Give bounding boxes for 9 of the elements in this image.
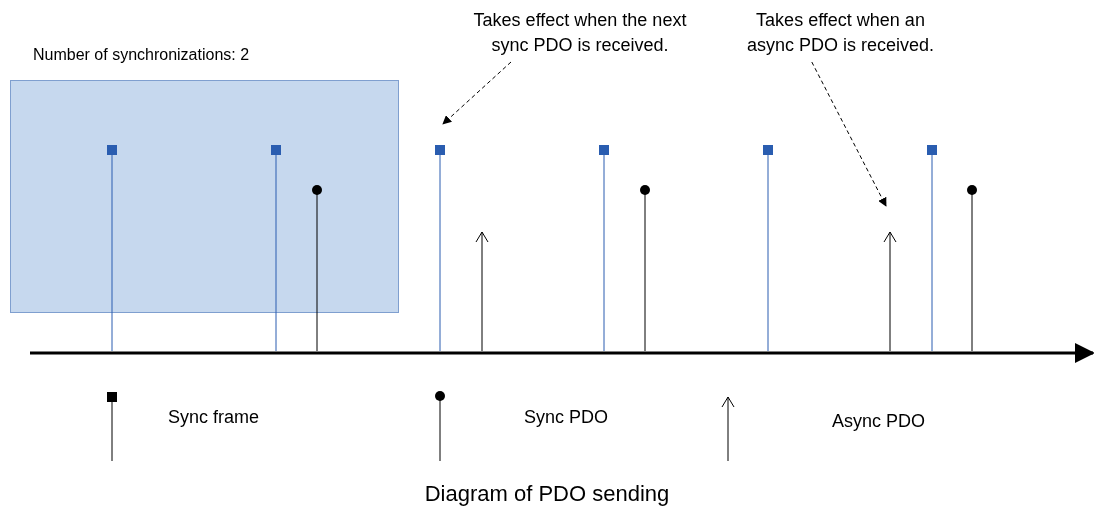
legend-label: Sync frame [168,406,260,429]
callout-text: Takes effect when the next sync PDO is received. [472,9,688,57]
leader-arrow [811,61,887,207]
region-heading: Number of synchronizations: 2 [33,45,250,65]
callout-text: Takes effect when an async PDO is received. [745,9,936,57]
leader-arrow [442,61,512,125]
legend-label: Async PDO [832,410,926,433]
legend-label: Sync PDO [524,406,609,429]
caption: Diagram of PDO sending [423,480,671,508]
